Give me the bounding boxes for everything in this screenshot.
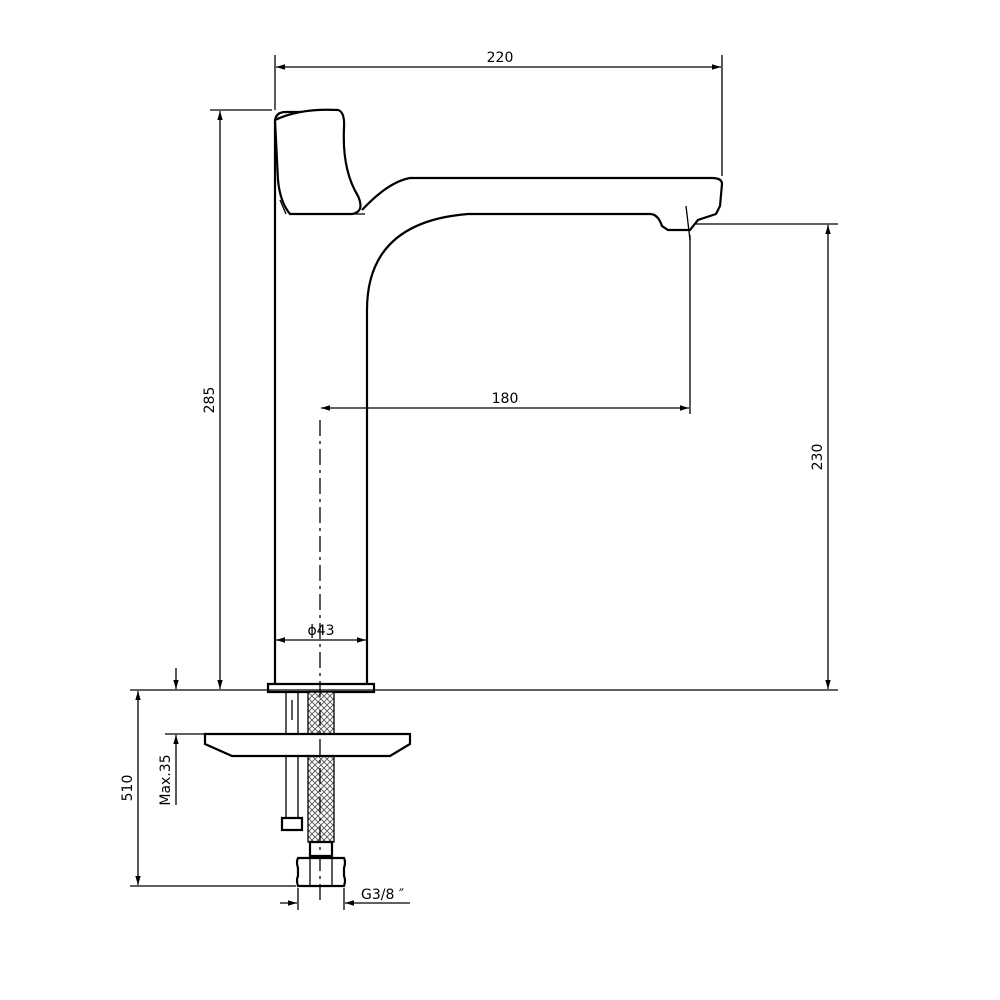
braided-hose (307, 691, 335, 843)
dimension-g3-8: G3/8 ″ (280, 887, 410, 910)
dim-180-label: 180 (492, 391, 519, 407)
under-counter-assembly (130, 420, 838, 905)
base-flange (266, 682, 376, 694)
hose-connector-nut (295, 856, 347, 888)
dimension-180: 180 (321, 235, 691, 414)
dimension-230: 230 (694, 223, 838, 689)
dim-max35-label: Max.35 (158, 754, 174, 805)
dimension-220: 220 (274, 50, 723, 176)
lever-handle (273, 108, 362, 216)
aerator (685, 205, 691, 241)
dimension-510: 510 (120, 691, 296, 887)
dim-230-label: 230 (810, 444, 826, 471)
dim-510-label: 510 (120, 775, 136, 802)
dim-285-label: 285 (202, 387, 218, 414)
mounting-plate (203, 732, 412, 758)
dim-43-label: ϕ43 (307, 623, 334, 639)
dimension-diameter-43: ϕ43 (276, 623, 366, 643)
dimension-max-35: Max.35 (158, 668, 204, 806)
dim-220-label: 220 (487, 50, 514, 66)
dim-g38-label: G3/8 ″ (361, 887, 404, 903)
dimension-285: 285 (202, 109, 272, 689)
fixing-nut (280, 816, 304, 832)
faucet-body (266, 108, 724, 694)
